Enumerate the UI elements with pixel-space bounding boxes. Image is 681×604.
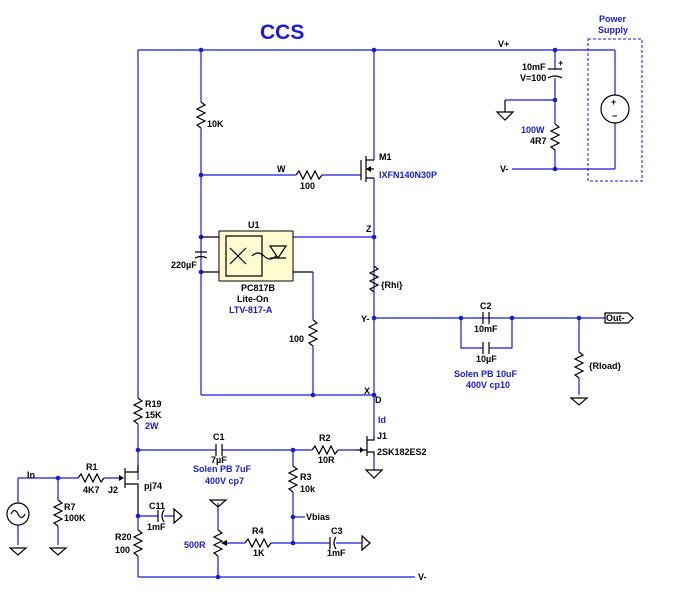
output-flag[interactable]: [604, 312, 634, 324]
net-label-vbias: Vbias: [306, 512, 330, 522]
ps-resistor-power: 100W: [521, 125, 545, 135]
net-label-vminus-top: V-: [500, 164, 509, 174]
j2-part: pj74: [144, 481, 162, 491]
r20-ref: R20: [115, 532, 132, 542]
capacitor-c11[interactable]: [138, 507, 183, 525]
u1-part-2: Lite-On: [237, 294, 269, 304]
ps-capacitor[interactable]: +: [505, 50, 563, 101]
r2-value: 10R: [318, 455, 335, 465]
ps-resistor-value: 4R7: [530, 136, 547, 146]
ps-resistor[interactable]: [549, 100, 561, 169]
c1-note-1: Solen PB 7uF: [193, 464, 252, 474]
capacitor-c1[interactable]: [138, 444, 293, 456]
capacitor-c3[interactable]: [329, 534, 371, 552]
net-label-vplus: V+: [498, 39, 509, 49]
net-label-x: X: [364, 386, 370, 396]
r19-value: 15K: [145, 410, 162, 420]
c3-ref: C3: [331, 526, 343, 536]
power-supply-label-1: Power: [599, 14, 627, 24]
net-label-out: Out-: [606, 313, 625, 323]
optocoupler-u1[interactable]: [201, 230, 313, 282]
c2-note-1: Solen PB 10uF: [454, 369, 518, 379]
m1-ref: M1: [379, 152, 392, 162]
r19-ref: R19: [145, 399, 162, 409]
r20-value: 100: [115, 545, 130, 555]
u1-part-3: LTV-817-A: [229, 305, 273, 315]
r3-value: 10k: [300, 484, 316, 494]
net-label-id: Id: [378, 415, 386, 425]
r4-ref: R4: [252, 526, 264, 536]
resistor-10k[interactable]: [195, 50, 207, 395]
net-label-d: D: [375, 395, 382, 405]
c3-value: 1mF: [327, 548, 346, 558]
c2-ref: C2: [480, 301, 492, 311]
resistor-r19[interactable]: [132, 50, 144, 480]
resistor-r2[interactable]: [293, 444, 357, 456]
net-label-y: Y-: [361, 314, 370, 324]
j1-part: 2SK182ES2: [377, 447, 427, 457]
net-label-z: Z: [366, 224, 372, 234]
net-label-w: W: [277, 164, 286, 174]
c11-value: 1mF: [147, 522, 166, 532]
r1-ref: R1: [86, 462, 98, 472]
j2-ref: J2: [108, 485, 118, 495]
potentiometer-500r[interactable]: [208, 499, 228, 577]
input-source[interactable]: [6, 478, 30, 556]
net-label-vminus-bottom: V-: [418, 572, 427, 582]
cap-220uf-value: 220µF: [171, 260, 197, 270]
r7-value: 100K: [64, 513, 86, 523]
r3-ref: R3: [300, 472, 312, 482]
mosfet-m1[interactable]: [360, 50, 375, 395]
capacitor-220uf[interactable]: [194, 251, 208, 259]
m1-part: IXFN140N30P: [379, 170, 437, 180]
voltage-source-symbol: [600, 94, 630, 124]
resistor-r4[interactable]: [227, 537, 330, 549]
r7-ref: R7: [64, 502, 76, 512]
opto-resistor-value: 100: [289, 334, 304, 344]
ps-cap-voltage: V=100: [520, 73, 546, 83]
resistor-rhi[interactable]: [368, 265, 380, 293]
rhi-value: {Rhi}: [381, 280, 403, 290]
c2-note-2: 400V cp10: [466, 380, 510, 390]
resistor-r3[interactable]: [287, 450, 299, 543]
r19-power: 2W: [145, 421, 159, 431]
resistor-r7[interactable]: [48, 478, 68, 556]
resistor-10k-value: 10K: [207, 119, 224, 129]
j1-ref: J1: [377, 431, 387, 441]
svg-text:+: +: [611, 97, 616, 107]
capacitor-c2[interactable]: [460, 312, 513, 354]
c2-value-2: 10µF: [476, 354, 497, 364]
c1-value: 7µF: [211, 455, 227, 465]
power-supply-label-2: Supply: [598, 25, 628, 35]
c11-ref: C11: [149, 501, 165, 511]
pot-value: 500R: [184, 540, 206, 550]
power-supply-block[interactable]: Power Supply + −: [587, 14, 643, 182]
c1-ref: C1: [213, 432, 225, 442]
resistor-rload[interactable]: [569, 318, 589, 406]
gate-resistor-100[interactable]: [201, 169, 361, 181]
resistor-r1[interactable]: [77, 472, 105, 484]
ground-symbol: [495, 100, 515, 121]
u1-ref: U1: [248, 220, 260, 230]
u1-part-1: PC817B: [241, 283, 276, 293]
ps-cap-value: 10mF: [522, 62, 546, 72]
resistor-100-opto[interactable]: [307, 272, 319, 395]
resistor-r20[interactable]: [132, 516, 144, 577]
svg-text:+: +: [558, 58, 563, 68]
jfet-j2[interactable]: [119, 465, 139, 516]
svg-text:−: −: [612, 111, 617, 121]
c2-value-1: 10mF: [474, 324, 498, 334]
gate-resistor-value: 100: [300, 181, 315, 191]
jfet-j1[interactable]: [357, 395, 384, 479]
net-label-in: In: [27, 470, 35, 480]
rload-value: {Rload}: [589, 361, 622, 371]
c1-note-2: 400V cp7: [205, 476, 244, 486]
schematic-title: CCS: [260, 21, 304, 44]
r1-value: 4K7: [83, 485, 100, 495]
r2-ref: R2: [319, 433, 331, 443]
r4-value: 1K: [253, 548, 265, 558]
